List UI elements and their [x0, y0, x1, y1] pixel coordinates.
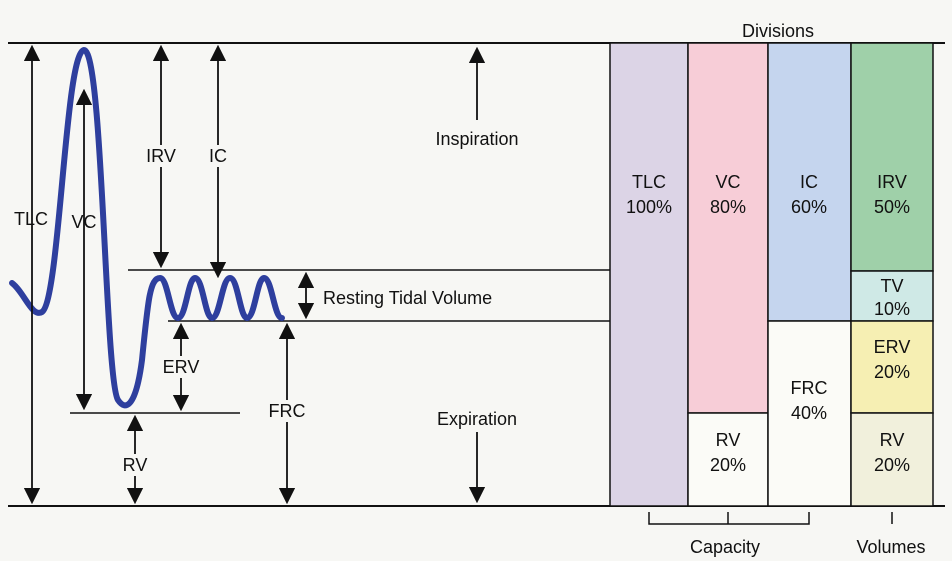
column-frc — [767, 320, 852, 507]
frc-column-name: FRC — [791, 378, 828, 398]
frc-column-pct: 40% — [791, 403, 827, 423]
vc-column-pct: 80% — [710, 197, 746, 217]
erv-column-pct: 20% — [874, 362, 910, 382]
column-vc — [687, 42, 769, 414]
rv-label: RV — [123, 455, 148, 475]
column-rv — [850, 412, 934, 507]
erv-column-name: ERV — [874, 337, 911, 357]
tv-column-name: TV — [880, 276, 903, 296]
ic-column-name: IC — [800, 172, 818, 192]
vc-rv-column-name: RV — [716, 430, 741, 450]
ic-column-pct: 60% — [791, 197, 827, 217]
rv-column-name: RV — [880, 430, 905, 450]
tlc-label: TLC — [14, 209, 48, 229]
erv-label: ERV — [163, 357, 200, 377]
vc-rv-column-pct: 20% — [710, 455, 746, 475]
rv-column-pct: 20% — [874, 455, 910, 475]
vc-column-name: VC — [715, 172, 740, 192]
tlc-column-name: TLC — [632, 172, 666, 192]
inspiration-label: Inspiration — [435, 129, 518, 149]
column-ic — [767, 42, 852, 322]
tv-column-pct: 10% — [874, 299, 910, 319]
column-tv — [850, 270, 934, 322]
irv-column-pct: 50% — [874, 197, 910, 217]
tlc-column-pct: 100% — [626, 197, 672, 217]
volumes-label: Volumes — [856, 537, 925, 557]
capacity-bracket — [648, 512, 810, 525]
column-irv — [850, 42, 934, 272]
divisions-title: Divisions — [742, 21, 814, 41]
spirogram-curve — [9, 47, 285, 409]
vc-label: VC — [71, 212, 96, 232]
ic-label: IC — [209, 146, 227, 166]
column-vc-rv — [687, 412, 769, 507]
irv-label: IRV — [146, 146, 176, 166]
frc-label: FRC — [269, 401, 306, 421]
column-tlc — [609, 42, 689, 507]
expiration-label: Expiration — [437, 409, 517, 429]
capacity-label: Capacity — [690, 537, 760, 557]
resting-tidal-volume-label: Resting Tidal Volume — [323, 288, 492, 308]
irv-column-name: IRV — [877, 172, 907, 192]
